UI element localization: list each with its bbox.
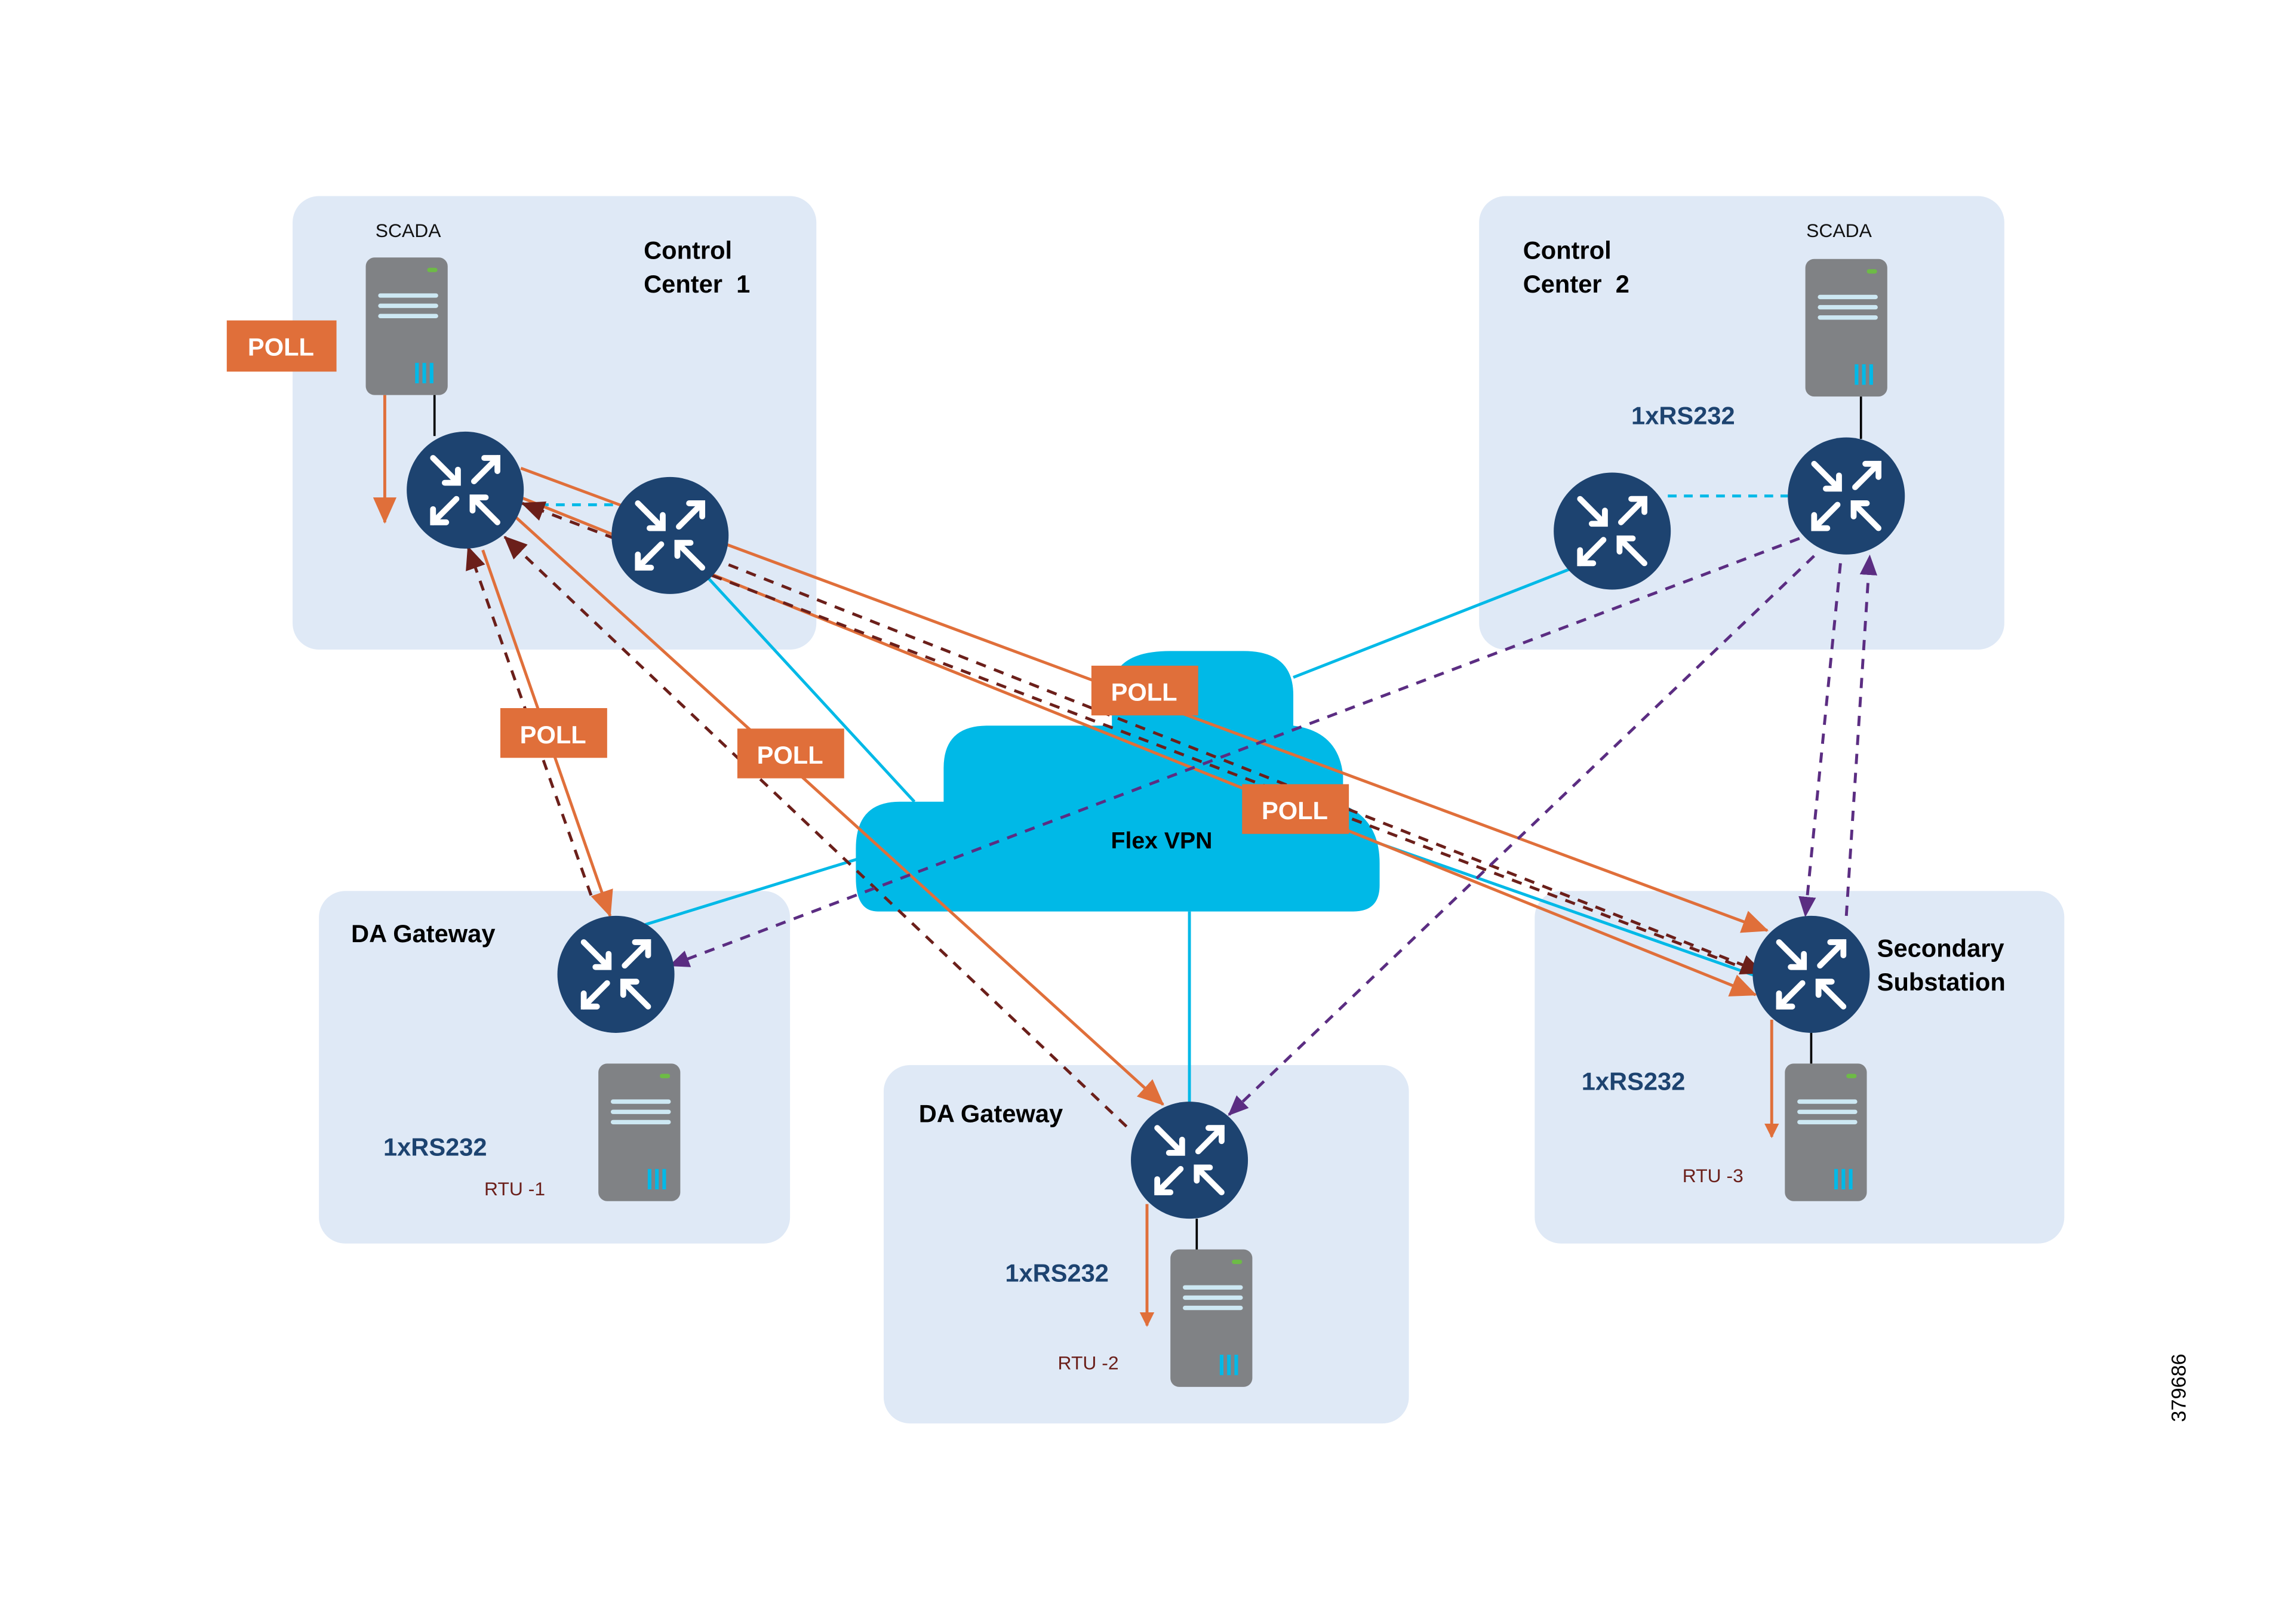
poll-badge-da-mid: POLL — [737, 728, 844, 779]
router-icon-da-mid[interactable] — [1131, 1102, 1248, 1219]
router-icon-cc1-primary[interactable] — [407, 432, 524, 549]
poll-label: POLL — [757, 741, 823, 769]
response-paths — [466, 501, 1764, 1128]
poll-badge-da-left: POLL — [500, 708, 607, 758]
response-from-secondary — [521, 501, 1754, 973]
scada-1-label: SCADA — [376, 220, 441, 241]
poll-arrow-to-da-mid — [513, 515, 1164, 1106]
da-left-interface-label: 1xRS232 — [383, 1133, 487, 1161]
response-from-da-mid — [503, 536, 1128, 1128]
tunnel-cc2-to-cloud — [1293, 567, 1571, 679]
cc2-to-secondary — [1798, 563, 1842, 918]
server-icon-rtu-2[interactable] — [1170, 1250, 1252, 1387]
cloud-icon — [856, 651, 1380, 912]
secondary-interface-label: 1xRS232 — [1582, 1067, 1686, 1095]
secondary-to-cc2 — [1844, 554, 1878, 916]
poll-badge-scada: POLL — [226, 320, 337, 372]
cloud-label: Flex VPN — [1111, 828, 1213, 854]
rtu-2-label: RTU -2 — [1058, 1352, 1119, 1373]
tunnel-links — [644, 567, 1757, 1105]
secondary-title-line2: Substation — [1877, 968, 2006, 996]
server-icon-rtu-3[interactable] — [1785, 1063, 1866, 1201]
poll-arrow-to-secondary-2 — [520, 496, 1757, 996]
tunnel-da-left-to-cloud — [644, 856, 864, 926]
cc2-interface-label: 1xRS232 — [1631, 402, 1735, 430]
cc2-to-da-mid — [1228, 555, 1816, 1116]
tunnel-cc1-to-cloud — [707, 577, 916, 803]
response-to-secondary — [728, 563, 1764, 974]
cc2-title-line2: Center 2 — [1523, 270, 1629, 298]
poll-badge-secondary-lower: POLL — [1242, 784, 1349, 834]
cc1-title-line1: Control — [644, 236, 732, 264]
poll-badge-secondary-upper: POLL — [1091, 665, 1198, 716]
da-left-title: DA Gateway — [351, 919, 495, 948]
scada-2-label: SCADA — [1806, 220, 1872, 241]
poll-label: POLL — [248, 333, 314, 361]
poll-label: POLL — [520, 721, 586, 749]
router-icon-cc1-secondary[interactable] — [611, 477, 728, 594]
secondary-title-line1: Secondary — [1877, 934, 2004, 962]
response-from-da-left — [466, 546, 593, 896]
poll-label: POLL — [1111, 678, 1177, 706]
server-icon-rtu-1[interactable] — [598, 1063, 680, 1201]
secondary-cc-paths — [668, 537, 1878, 1116]
server-icon-scada-2[interactable] — [1806, 259, 1887, 396]
cc1-title-line2: Center 1 — [644, 270, 750, 298]
router-icon-secondary[interactable] — [1752, 916, 1869, 1033]
rtu-3-label: RTU -3 — [1683, 1165, 1743, 1186]
router-icon-cc2-primary[interactable] — [1788, 438, 1905, 555]
da-mid-interface-label: 1xRS232 — [1005, 1259, 1109, 1287]
da-mid-title: DA Gateway — [919, 1099, 1063, 1127]
router-icon-cc2-headend[interactable] — [1554, 472, 1671, 589]
tunnel-secondary-to-cloud — [1360, 835, 1757, 977]
server-icon-scada-1[interactable] — [366, 257, 448, 395]
figure-id: 379686 — [2168, 1354, 2191, 1422]
poll-label: POLL — [1262, 796, 1328, 825]
cc2-title-line1: Control — [1523, 236, 1612, 264]
rtu-1-label: RTU -1 — [484, 1178, 545, 1199]
router-icon-da-left[interactable] — [558, 916, 675, 1033]
